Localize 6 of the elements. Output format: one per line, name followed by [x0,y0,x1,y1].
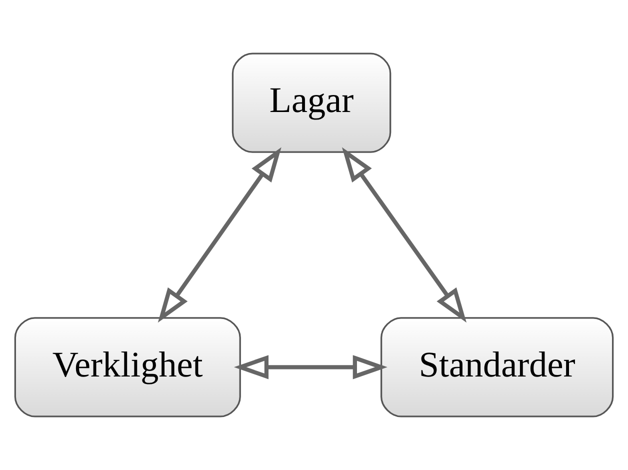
node-box: Lagar [232,52,392,153]
arrow [158,147,282,323]
arrow [234,355,388,380]
node-box: Verklighet [14,317,241,418]
node-box: Standarder [380,317,614,418]
arrow [342,147,467,323]
